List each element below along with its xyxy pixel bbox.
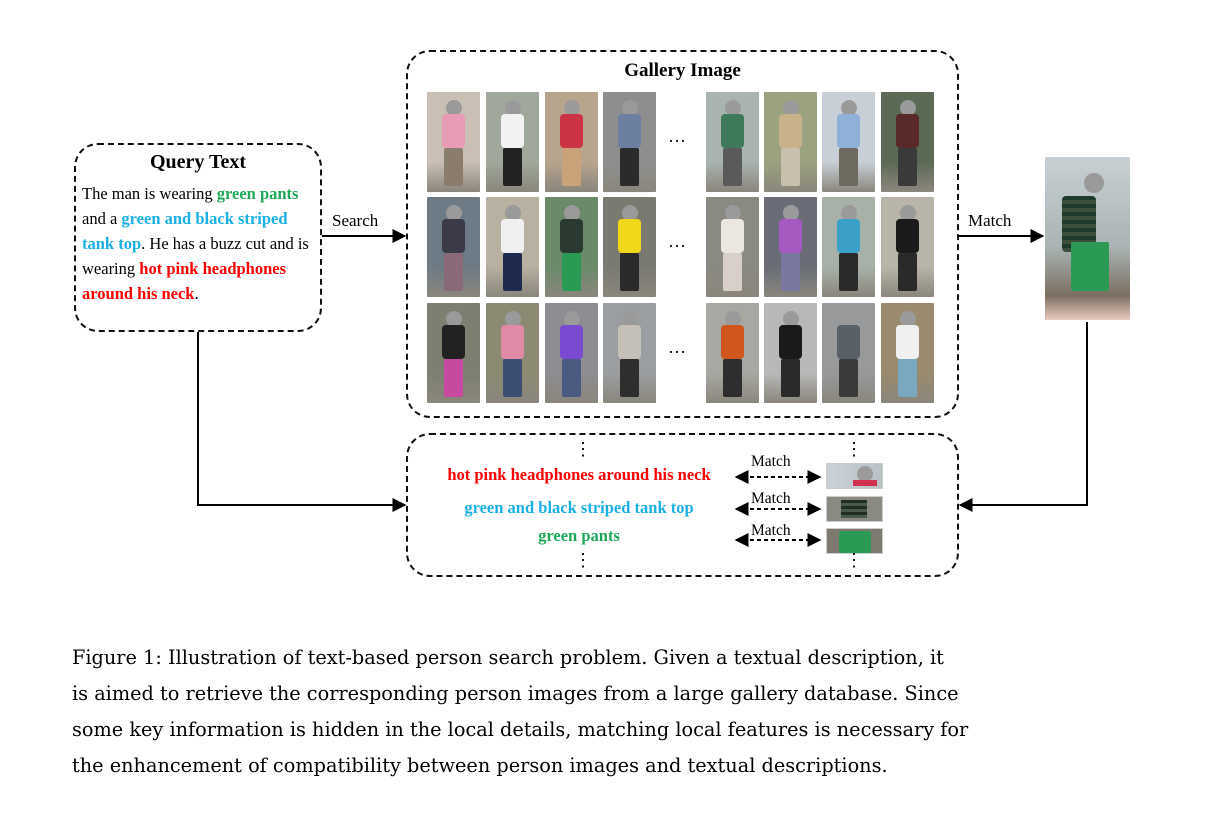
local-matching-box — [406, 433, 959, 577]
gallery-person-image — [603, 303, 656, 403]
query-segment: The man is wearing — [82, 184, 217, 203]
query-segment: green and black striped tank top — [82, 209, 288, 253]
gallery-person-image — [822, 303, 875, 403]
local-phrase-headphones: hot pink headphones around his neck — [447, 465, 711, 484]
gallery-person-image — [545, 92, 598, 192]
gallery-person-image — [822, 92, 875, 192]
gallery-row-ellipsis: … — [668, 126, 687, 146]
caption-line-4: the enhancement of compatibility between… — [72, 754, 888, 777]
gallery-person-image — [881, 303, 934, 403]
gallery-person-image — [603, 92, 656, 192]
gallery-person-image — [822, 197, 875, 297]
gallery-person-image — [764, 303, 817, 403]
figure-caption: Figure 1: Illustration of text-based per… — [72, 640, 1132, 784]
caption-line-3: some key information is hidden in the lo… — [72, 718, 969, 741]
gallery-image-box: Gallery Image — [406, 50, 959, 418]
crop-headphones — [826, 463, 883, 489]
query-segment: . — [194, 284, 199, 303]
query-segment: . He has a buzz cut and is wearing — [82, 234, 309, 278]
gallery-person-image — [603, 197, 656, 297]
gallery-person-image — [486, 92, 539, 192]
query-to-local-arrow — [197, 332, 407, 512]
query-segment: green pants — [216, 184, 299, 203]
gallery-person-image — [881, 92, 934, 192]
crop-pants — [826, 528, 883, 554]
query-text-box: Query Text The man is wearing green pant… — [74, 143, 322, 332]
gallery-person-image — [764, 92, 817, 192]
gallery-person-image — [706, 92, 759, 192]
gallery-person-image — [881, 197, 934, 297]
match-label-1: Match — [751, 453, 791, 470]
matched-person-image — [1045, 157, 1130, 320]
gallery-person-image — [427, 92, 480, 192]
caption-line-1: Figure 1: Illustration of text-based per… — [72, 646, 944, 669]
local-phrase-pants: green pants — [538, 526, 620, 545]
gallery-person-image — [706, 197, 759, 297]
result-to-local-arrow — [958, 322, 1088, 512]
gallery-title: Gallery Image — [624, 60, 741, 81]
query-title: Query Text — [149, 151, 247, 173]
gallery-person-image — [427, 197, 480, 297]
gallery-person-image — [545, 303, 598, 403]
query-description: The man is wearing green pants and a gre… — [82, 181, 318, 306]
search-label: Search — [332, 211, 379, 230]
gallery-person-image — [545, 197, 598, 297]
match-label-main: Match — [968, 211, 1012, 230]
gallery-row-ellipsis: … — [668, 231, 687, 251]
gallery-person-image — [486, 197, 539, 297]
gallery-person-image — [706, 303, 759, 403]
crop-tank-top — [826, 496, 883, 522]
local-phrase-tank-top: green and black striped tank top — [464, 498, 694, 517]
gallery-person-image — [764, 197, 817, 297]
gallery-person-image — [427, 303, 480, 403]
query-segment: and a — [82, 209, 122, 228]
gallery-person-image — [486, 303, 539, 403]
gallery-row-ellipsis: … — [668, 337, 687, 357]
caption-line-2: is aimed to retrieve the corresponding p… — [72, 682, 959, 705]
query-segment: hot pink headphones around his neck — [82, 259, 287, 303]
